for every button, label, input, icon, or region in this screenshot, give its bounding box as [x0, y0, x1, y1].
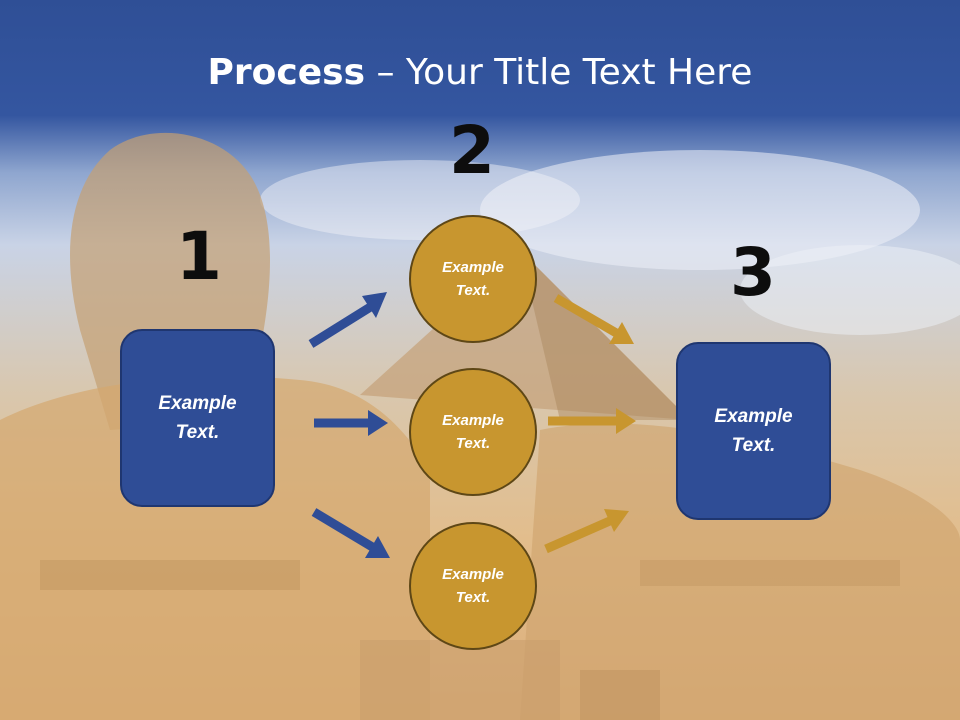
arrow-middle-to-3 [548, 408, 636, 434]
arrow-bottom-to-3 [544, 509, 629, 554]
arrow-1-to-middle [314, 410, 388, 436]
step-3-label: Example Text. [714, 406, 793, 456]
step-1-box[interactable]: Example Text. [120, 329, 275, 507]
arrow-1-to-bottom [311, 508, 390, 558]
step-2-circle-middle[interactable]: Example Text. [409, 368, 537, 496]
step-2-circle-bottom[interactable]: Example Text. [409, 522, 537, 650]
title-bold: Process [207, 52, 366, 93]
step-number-3: 3 [730, 234, 776, 311]
title-rest: – Your Title Text Here [365, 52, 753, 93]
step-2-circle-top[interactable]: Example Text. [409, 215, 537, 343]
slide-title: Process – Your Title Text Here [0, 52, 960, 93]
step-3-box[interactable]: Example Text. [676, 342, 831, 520]
step-2-label-middle: Example Text. [442, 412, 504, 452]
step-number-2: 2 [449, 112, 495, 189]
step-2-label-top: Example Text. [442, 259, 504, 299]
step-number-1: 1 [176, 218, 222, 295]
step-2-label-bottom: Example Text. [442, 566, 504, 606]
arrow-1-to-top [308, 292, 387, 348]
arrow-top-to-3 [553, 294, 634, 344]
step-1-label: Example Text. [158, 393, 237, 443]
